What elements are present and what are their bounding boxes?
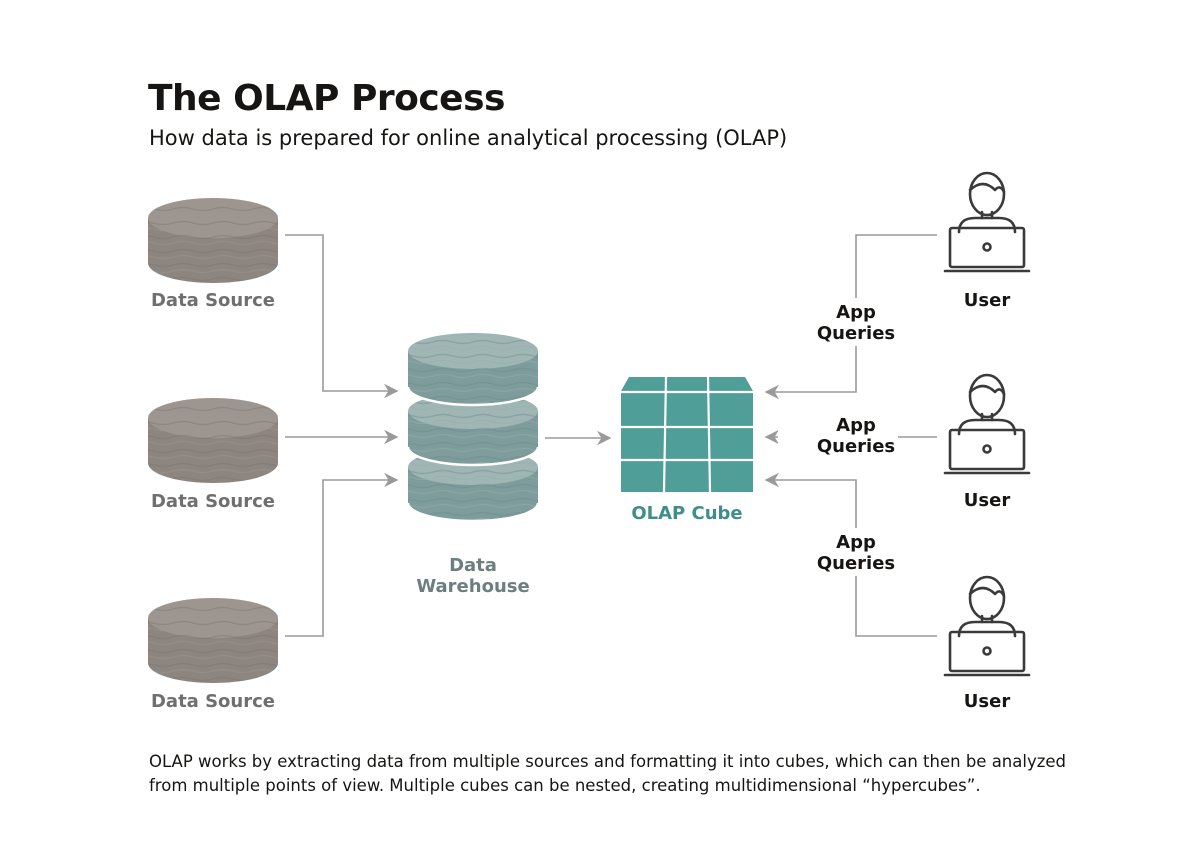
data-warehouse-icon xyxy=(406,331,540,523)
app-queries-3-line2: Queries xyxy=(817,553,895,574)
app-queries-3-line1: App xyxy=(836,532,876,553)
olap-cube-icon xyxy=(621,376,753,493)
olap-cube-label: OLAP Cube xyxy=(631,503,742,524)
page-subtitle: How data is prepared for online analytic… xyxy=(149,126,788,150)
data-source-2-icon xyxy=(148,398,278,483)
page-title: The OLAP Process xyxy=(148,78,505,119)
warehouse-label-line1: Data xyxy=(449,555,497,576)
source-3-connector xyxy=(285,472,399,637)
user-1-icon xyxy=(943,171,1031,273)
user-3-label: User xyxy=(964,691,1011,712)
app-queries-2-line2: Queries xyxy=(817,436,895,457)
app-queries-2-line1: App xyxy=(836,415,876,436)
source-1-connector xyxy=(285,234,399,399)
caption: OLAP works by extracting data from multi… xyxy=(149,752,1067,795)
data-source-3-icon xyxy=(148,598,278,683)
warehouse-label-line2: Warehouse xyxy=(416,576,529,597)
app-queries-1-line1: App xyxy=(836,302,876,323)
user-2-label: User xyxy=(964,490,1011,511)
user-3-icon xyxy=(943,575,1031,677)
data-source-1-label: Data Source xyxy=(151,290,275,311)
data-source-3-label: Data Source xyxy=(151,691,275,712)
data-source-2-label: Data Source xyxy=(151,491,275,512)
user-2-icon xyxy=(943,373,1031,475)
user-1-label: User xyxy=(964,290,1011,311)
app-queries-1-line2: Queries xyxy=(817,323,895,344)
data-source-1-icon xyxy=(148,198,278,283)
